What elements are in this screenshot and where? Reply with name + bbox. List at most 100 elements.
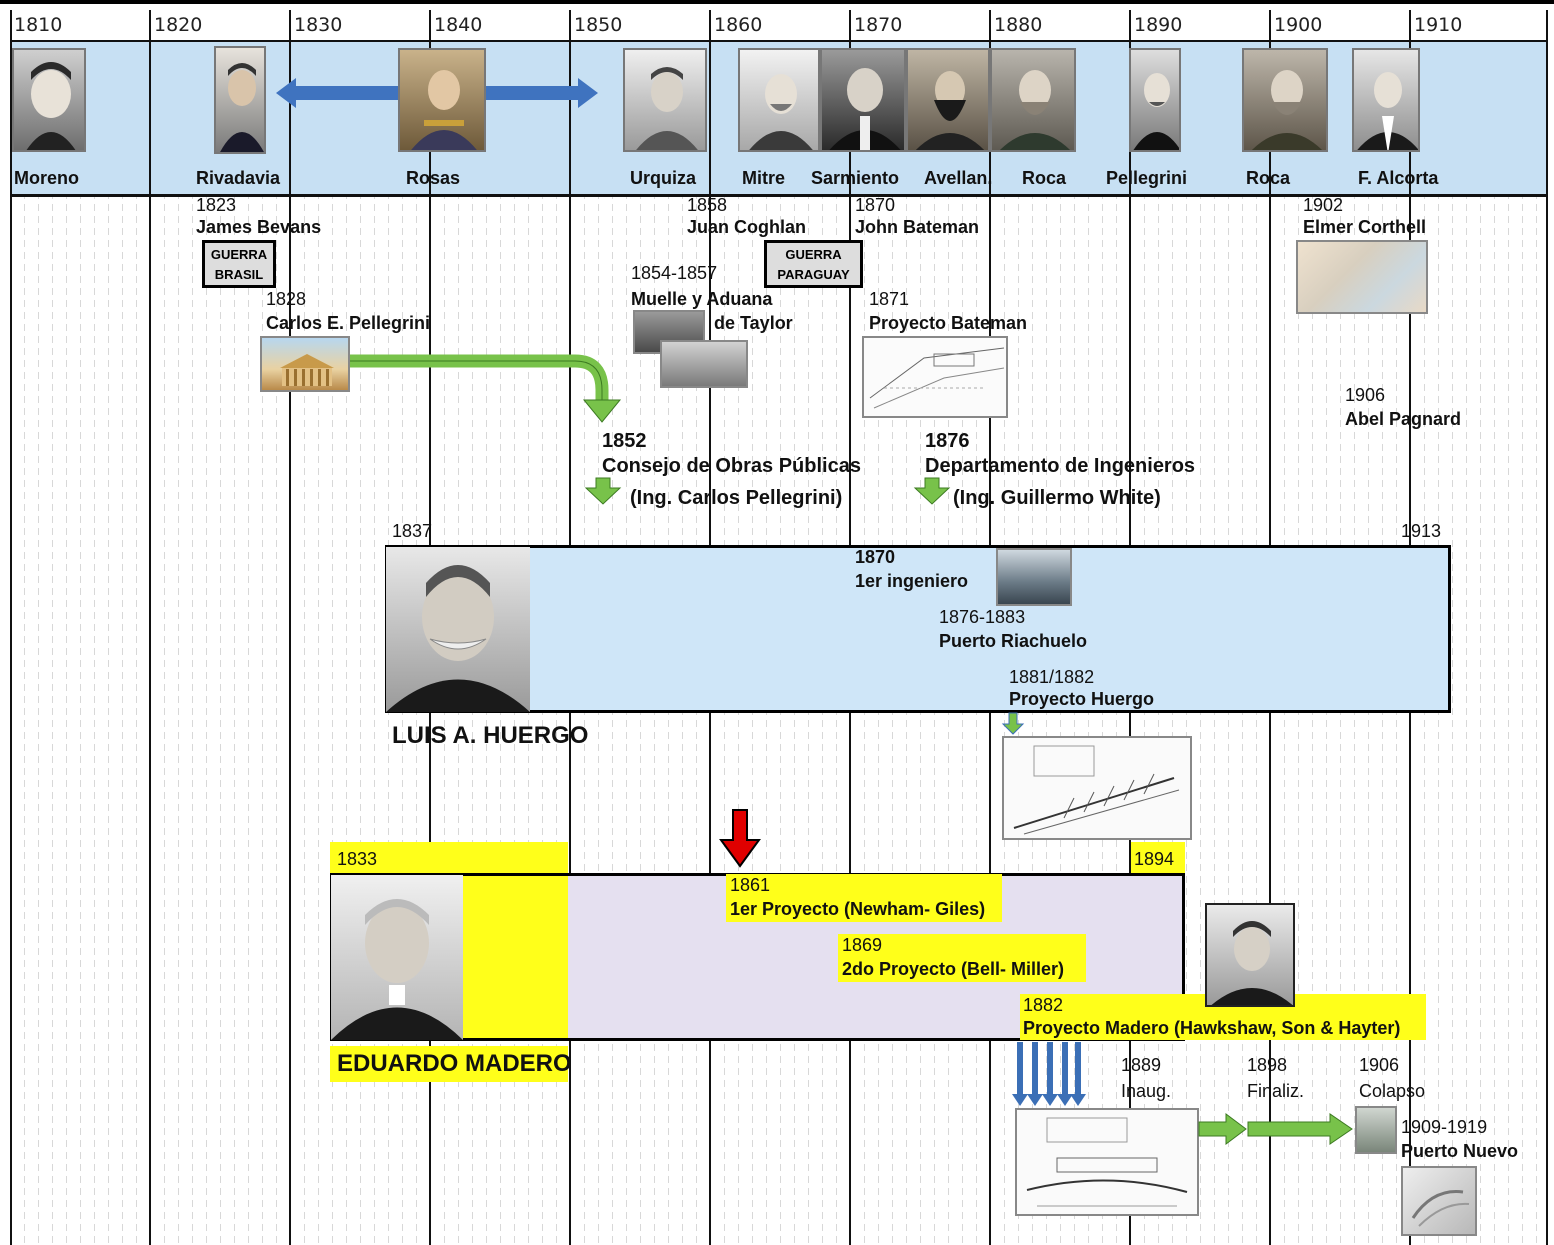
war-label: BRASIL [214,267,264,282]
event-name: Consejo de Obras Públicas [602,455,861,477]
huergo-event-name: 1er ingeniero [855,571,969,591]
corthell-map-image [1296,240,1428,314]
event-name: Proyecto Bateman [869,313,1028,333]
madero-highlight [462,876,568,1038]
port-event-year: 1906 [1359,1055,1400,1075]
decade-label: 1860 [714,14,763,36]
madero-port-plan-image [1015,1108,1199,1216]
event-year: 1854-1857 [631,263,718,283]
decade-label: 1850 [574,14,623,36]
event-name: Juan Coghlan [687,217,807,237]
huergo-name: LUIS A. HUERGO [392,722,589,749]
portrait-roca [1242,48,1328,152]
madero-start-year: 1833 [337,849,378,869]
port-event-name: Finaliz. [1247,1081,1305,1101]
decade-label: 1870 [854,14,903,36]
huergo-portrait [386,547,530,712]
madero-event-name: 2do Proyecto (Bell- Miller) [842,959,1065,979]
portrait-alcorta [1352,48,1420,152]
madero-event-year: 1869 [842,935,883,955]
top-border [0,0,1554,4]
event-name: Carlos E. Pellegrini [266,313,431,333]
portrait-sarmiento [820,48,906,152]
event-name: (Ing. Guillermo White) [953,487,1161,509]
huergo-event-name: Proyecto Huergo [1009,689,1155,709]
huergo-1870-image [996,548,1072,606]
madero-start-highlight [330,842,568,873]
event-year: 1858 [687,195,728,215]
madero-event-highlight [838,934,1086,982]
event-year: 1876 [925,430,970,452]
event-year: 1852 [602,430,647,452]
decade-label: 1900 [1274,14,1323,36]
leader-name: Roca [1246,168,1291,188]
madero-event-year: 1882 [1023,995,1064,1015]
huergo-event-name: Puerto Riachuelo [939,631,1088,651]
leader-name: Avellan. [924,168,993,188]
madero-event-year: 1861 [730,875,771,895]
event-name: Departamento de Ingenieros [925,455,1196,477]
decade-label: 1890 [1134,14,1183,36]
port-event-year: 1889 [1121,1055,1162,1075]
leader-name: Sarmiento [811,168,900,188]
decade-label: 1820 [154,14,203,36]
event-name: Muelle y Aduana [631,289,773,309]
leader-name: Rivadavia [196,168,281,188]
huergo-event-year: 1876-1883 [939,607,1026,627]
decade-label: 1880 [994,14,1043,36]
colapso-image [1355,1106,1397,1154]
event-name: Elmer Corthell [1303,217,1427,237]
madero-event-highlight [726,874,1002,922]
madero-name-highlight [330,1046,568,1082]
event-year: 1823 [196,195,237,215]
event-name: de Taylor [714,313,793,333]
portrait-rosas [398,48,486,152]
leader-name: F. Alcorta [1358,168,1439,188]
leader-name: Moreno [14,168,79,188]
port-event-year: 1898 [1247,1055,1288,1075]
event-year: 1870 [855,195,896,215]
hawkshaw-portrait [1205,903,1295,1007]
port-event-name: Puerto Nuevo [1401,1141,1519,1161]
portrait-avellaneda [906,48,990,152]
portrait-pellegrini [1129,48,1181,152]
decade-label: 1910 [1414,14,1463,36]
huergo-plan-image [1002,736,1192,840]
event-year: 1828 [266,289,307,309]
portrait-roca [990,48,1076,152]
event-name: (Ing. Carlos Pellegrini) [630,487,843,509]
huergo-event-year: 1870 [855,547,896,567]
puerto-nuevo-image [1401,1166,1477,1236]
port-event-name: Colapso [1359,1081,1426,1101]
madero-name: EDUARDO MADERO [337,1050,572,1077]
war-box-paraguay: GUERRA PARAGUAY [764,240,863,288]
war-label: GUERRA [210,247,268,262]
event-year: 1871 [869,289,910,309]
bateman-plan-image [862,336,1008,418]
huergo-end-year: 1913 [1401,521,1442,541]
portrait-mitre [738,48,820,152]
event-year: 1902 [1303,195,1344,215]
port-event-year: 1909-1919 [1401,1117,1488,1137]
teatro-colon-image [260,336,350,392]
event-year: 1906 [1345,385,1386,405]
leader-name: Pellegrini [1106,168,1188,188]
aduana-image [660,340,748,388]
portrait-rivadavia [214,46,266,154]
decade-label: 1810 [14,14,63,36]
huergo-lifespan-bar [385,545,1451,713]
leader-name: Mitre [742,168,786,188]
event-name: John Bateman [855,217,980,237]
decade-label: 1840 [434,14,483,36]
war-box-brasil: GUERRA BRASIL [202,240,276,288]
leader-name: Rosas [406,168,461,188]
madero-event-name: 1er Proyecto (Newham- Giles) [730,899,986,919]
event-name: Abel Pagnard [1345,409,1462,429]
war-label: GUERRA [785,247,842,262]
